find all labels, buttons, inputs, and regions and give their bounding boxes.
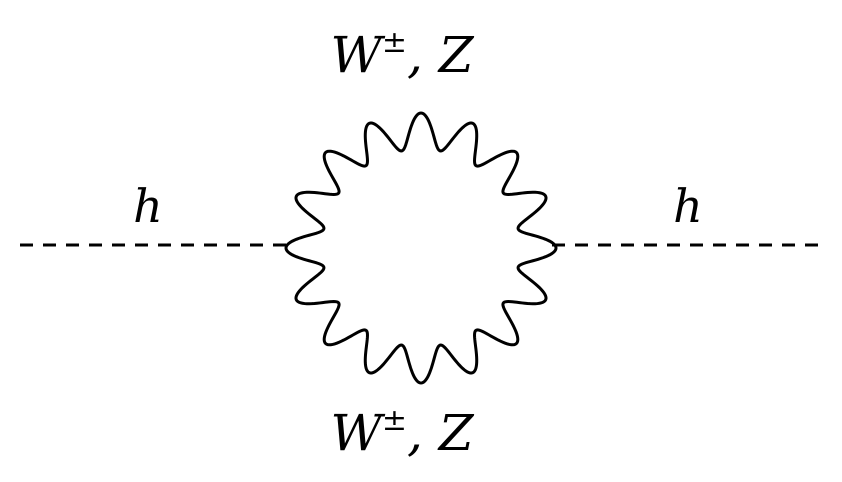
higgs-label-left: h bbox=[133, 179, 163, 233]
loop-label-bottom-main: W bbox=[330, 404, 385, 462]
loop-label-bottom: W±, Z bbox=[330, 403, 474, 462]
loop-label-top: W±, Z bbox=[330, 25, 474, 84]
loop-label-bottom-rest: , Z bbox=[407, 404, 475, 462]
loop-label-top-main: W bbox=[330, 26, 385, 84]
loop-label-bottom-sup: ± bbox=[382, 403, 407, 438]
higgs-label-right: h bbox=[673, 179, 703, 233]
gauge-boson-loop bbox=[284, 111, 558, 385]
loop-label-top-rest: , Z bbox=[407, 26, 475, 84]
loop-label-top-sup: ± bbox=[382, 25, 407, 60]
